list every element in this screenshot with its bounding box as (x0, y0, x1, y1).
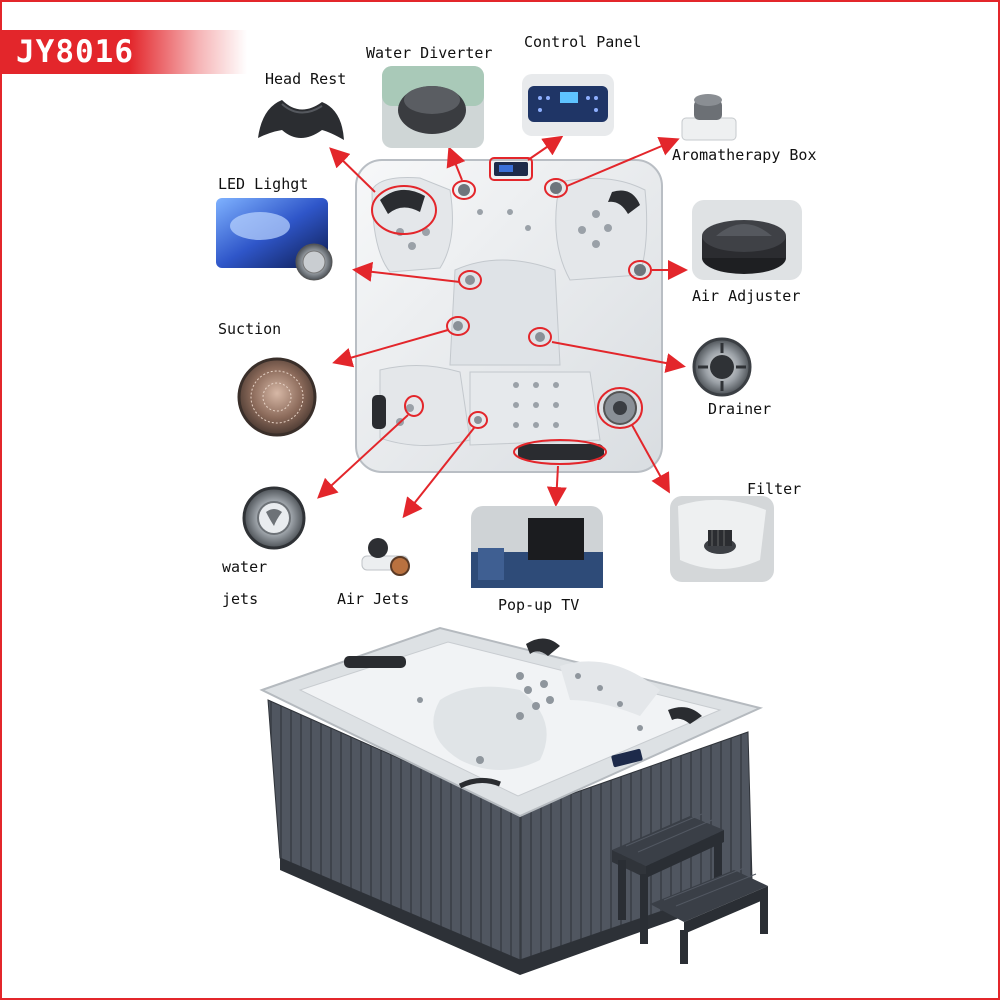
air-adjuster-icon (692, 200, 802, 280)
filter-icon (670, 496, 774, 582)
callout-arrows (317, 135, 688, 519)
label-air-jets: Air Jets (337, 590, 410, 608)
water-diverter-icon (382, 66, 484, 148)
label-suction: Suction (218, 320, 282, 338)
label-water-diverter: Water Diverter (366, 44, 493, 62)
spa-product-photo (259, 626, 768, 975)
drainer-icon (692, 337, 752, 397)
model-badge: JY8016 (2, 30, 247, 74)
highlight-circles (371, 157, 652, 465)
label-aromatherapy-box: Aromatherapy Box (672, 146, 817, 164)
led-light-icon (216, 198, 333, 281)
label-drainer: Drainer (708, 400, 772, 418)
aromatherapy-box-icon (681, 94, 737, 141)
air-jet-icon (361, 538, 410, 576)
label-filter: Filter (747, 480, 802, 498)
suction-icon (237, 357, 317, 437)
head-rest-icon (258, 100, 344, 140)
label-popup-tv: Pop-up TV (498, 596, 580, 614)
popup-tv-icon (471, 506, 603, 588)
label-led-light: LED Lighgt (218, 175, 309, 193)
label-water-jets-line2: jets (222, 590, 259, 608)
control-panel-icon (522, 74, 614, 136)
label-head-rest: Head Rest (265, 70, 347, 88)
spa-top-view (355, 159, 663, 473)
label-control-panel: Control Panel (524, 33, 642, 51)
label-water-jets-line1: water (222, 558, 268, 576)
spa-steps (612, 813, 768, 964)
water-jet-icon (242, 486, 306, 550)
model-number: JY8016 (16, 34, 134, 70)
label-air-adjuster: Air Adjuster (692, 287, 801, 305)
